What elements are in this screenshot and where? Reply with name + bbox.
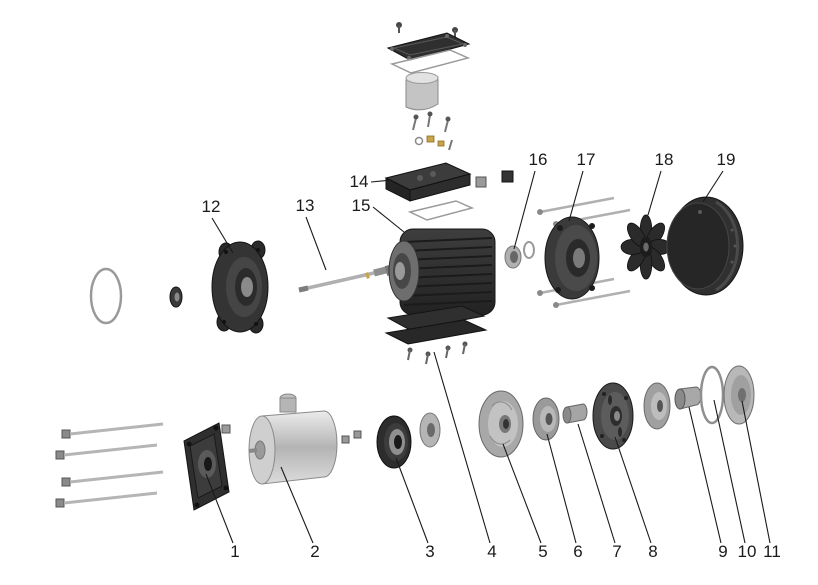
part-label-15: 15 (352, 196, 371, 215)
part-label-1: 1 (230, 542, 239, 561)
leader-16 (513, 170, 536, 250)
shaft-seal (169, 286, 183, 308)
leader-10 (713, 399, 746, 544)
venturi-disc (643, 382, 671, 430)
cable-gland (475, 176, 487, 188)
part-label-13: 13 (296, 196, 315, 215)
motor-shaft (298, 263, 400, 293)
part-label-17: 17 (577, 150, 596, 169)
terminal-box (384, 162, 472, 202)
part-label-3: 3 (425, 542, 434, 561)
plug (562, 403, 588, 424)
part-label-19: 19 (717, 150, 736, 169)
leader-14 (370, 179, 393, 183)
leader-12 (211, 217, 234, 254)
leader-19 (702, 170, 724, 203)
leader-6 (546, 433, 577, 544)
part-label-14: 14 (350, 172, 369, 191)
leader-17 (568, 170, 584, 222)
ejector-flange (592, 382, 634, 450)
leader-11 (741, 400, 771, 544)
part-label-16: 16 (529, 150, 548, 169)
cover-o-ring (699, 365, 725, 425)
pump-casing (248, 393, 338, 485)
terminal-box-gasket (407, 200, 475, 221)
part-label-5: 5 (538, 542, 547, 561)
leader-18 (647, 170, 662, 216)
motor-o-ring (89, 267, 123, 325)
part-label-2: 2 (310, 542, 319, 561)
diffuser-disc (532, 397, 560, 441)
assembly-bolts (55, 422, 164, 508)
fitting (674, 386, 702, 410)
fan-cover (666, 196, 744, 296)
leader-8 (614, 436, 652, 544)
leader-1 (205, 473, 234, 544)
leader-15 (372, 206, 405, 233)
leader-13 (305, 216, 327, 271)
rear-bearing (504, 241, 535, 269)
leader-3 (395, 457, 429, 544)
leader-2 (280, 466, 314, 544)
cooling-fan (620, 214, 672, 280)
end-cover (723, 365, 755, 425)
part-label-4: 4 (487, 542, 496, 561)
cover-gasket (389, 49, 471, 74)
part-label-8: 8 (648, 542, 657, 561)
leader-9 (688, 406, 722, 544)
gland-nut (501, 170, 514, 183)
part-label-12: 12 (202, 197, 221, 216)
part-labels: 1 2 3 4 5 6 7 8 9 10 11 12 13 14 15 16 1… (202, 150, 781, 561)
terminal-box-cover (386, 32, 471, 61)
part-label-6: 6 (573, 542, 582, 561)
tie-bolts (537, 196, 631, 308)
part-label-11: 11 (763, 542, 781, 561)
leader-4 (433, 351, 491, 544)
rear-end-shield (544, 216, 600, 300)
casing-nuts (341, 430, 362, 444)
front-end-bell (211, 240, 269, 334)
part-label-7: 7 (612, 542, 621, 561)
seal-housing-plate (183, 422, 231, 511)
capacitor (405, 72, 439, 111)
terminal-hardware (412, 111, 453, 151)
part-label-9: 9 (718, 542, 727, 561)
leader-lines (205, 170, 771, 544)
part-label-10: 10 (738, 542, 757, 561)
impeller (478, 390, 524, 458)
leader-5 (502, 443, 542, 544)
washer-disc (419, 412, 441, 448)
part-label-18: 18 (655, 150, 674, 169)
motor-base-plates (384, 305, 488, 365)
motor-body (388, 228, 496, 316)
leader-7 (577, 423, 616, 544)
mechanical-seal-disc (376, 415, 412, 469)
